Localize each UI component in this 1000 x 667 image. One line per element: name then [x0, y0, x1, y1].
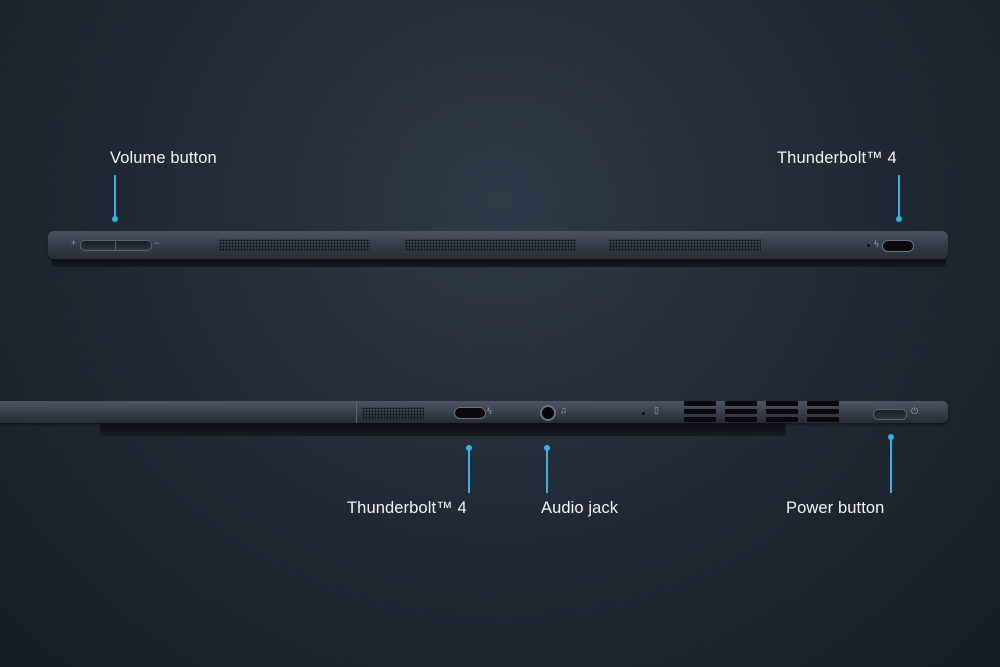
edge-seam: [356, 401, 357, 423]
vent-slot-4: [807, 409, 839, 414]
label-power-button: Power button: [786, 499, 885, 517]
headphone-icon: ♫: [560, 405, 567, 415]
thunderbolt-port-top: [882, 240, 914, 252]
label-volume-button: Volume button: [110, 149, 217, 167]
speaker-grille-3: [609, 239, 761, 251]
speaker-grille-2: [405, 239, 576, 251]
leader-thunderbolt-top: [898, 175, 900, 219]
leader-volume: [114, 175, 116, 219]
speaker-grille-1: [219, 239, 370, 251]
volume-rocker: [80, 240, 152, 251]
vent-slot-2b: [725, 417, 757, 422]
power-icon: ⏻: [911, 406, 919, 416]
leader-thunderbolt-bottom: [468, 448, 470, 493]
dot-thunderbolt-top: [896, 216, 902, 222]
label-thunderbolt-bottom: Thunderbolt™ 4: [347, 499, 467, 517]
volume-rocker-split: [115, 240, 116, 251]
keyboard-foot: [100, 423, 786, 436]
volume-plus-icon: +: [71, 238, 77, 248]
vent-slot-1b: [684, 417, 716, 422]
vent-slot-1: [684, 409, 716, 414]
vent-slot-2: [725, 409, 757, 414]
battery-icon: ▯: [654, 405, 659, 415]
leader-power-button: [890, 437, 892, 493]
volume-minus-icon: −: [154, 238, 160, 248]
vent-slot-3b: [766, 417, 798, 422]
thunderbolt-bottom-bolt-icon: ϟ: [487, 406, 492, 416]
device-top-edge-shadow: [52, 259, 946, 267]
vent-slot-4b: [807, 417, 839, 422]
speaker-grille-bottom: [362, 407, 424, 420]
thunderbolt-top-bolt-icon: ϟ: [874, 239, 879, 249]
thunderbolt-port-bottom: [454, 407, 486, 419]
vent-slot-3: [766, 409, 798, 414]
leader-audio-jack: [546, 448, 548, 493]
indicator-dot: [642, 412, 645, 415]
audio-jack-port: [540, 405, 556, 421]
status-led: [867, 244, 870, 247]
dot-volume: [112, 216, 118, 222]
label-audio-jack: Audio jack: [541, 499, 619, 517]
power-key: [873, 409, 907, 420]
label-thunderbolt-top: Thunderbolt™ 4: [777, 149, 897, 167]
